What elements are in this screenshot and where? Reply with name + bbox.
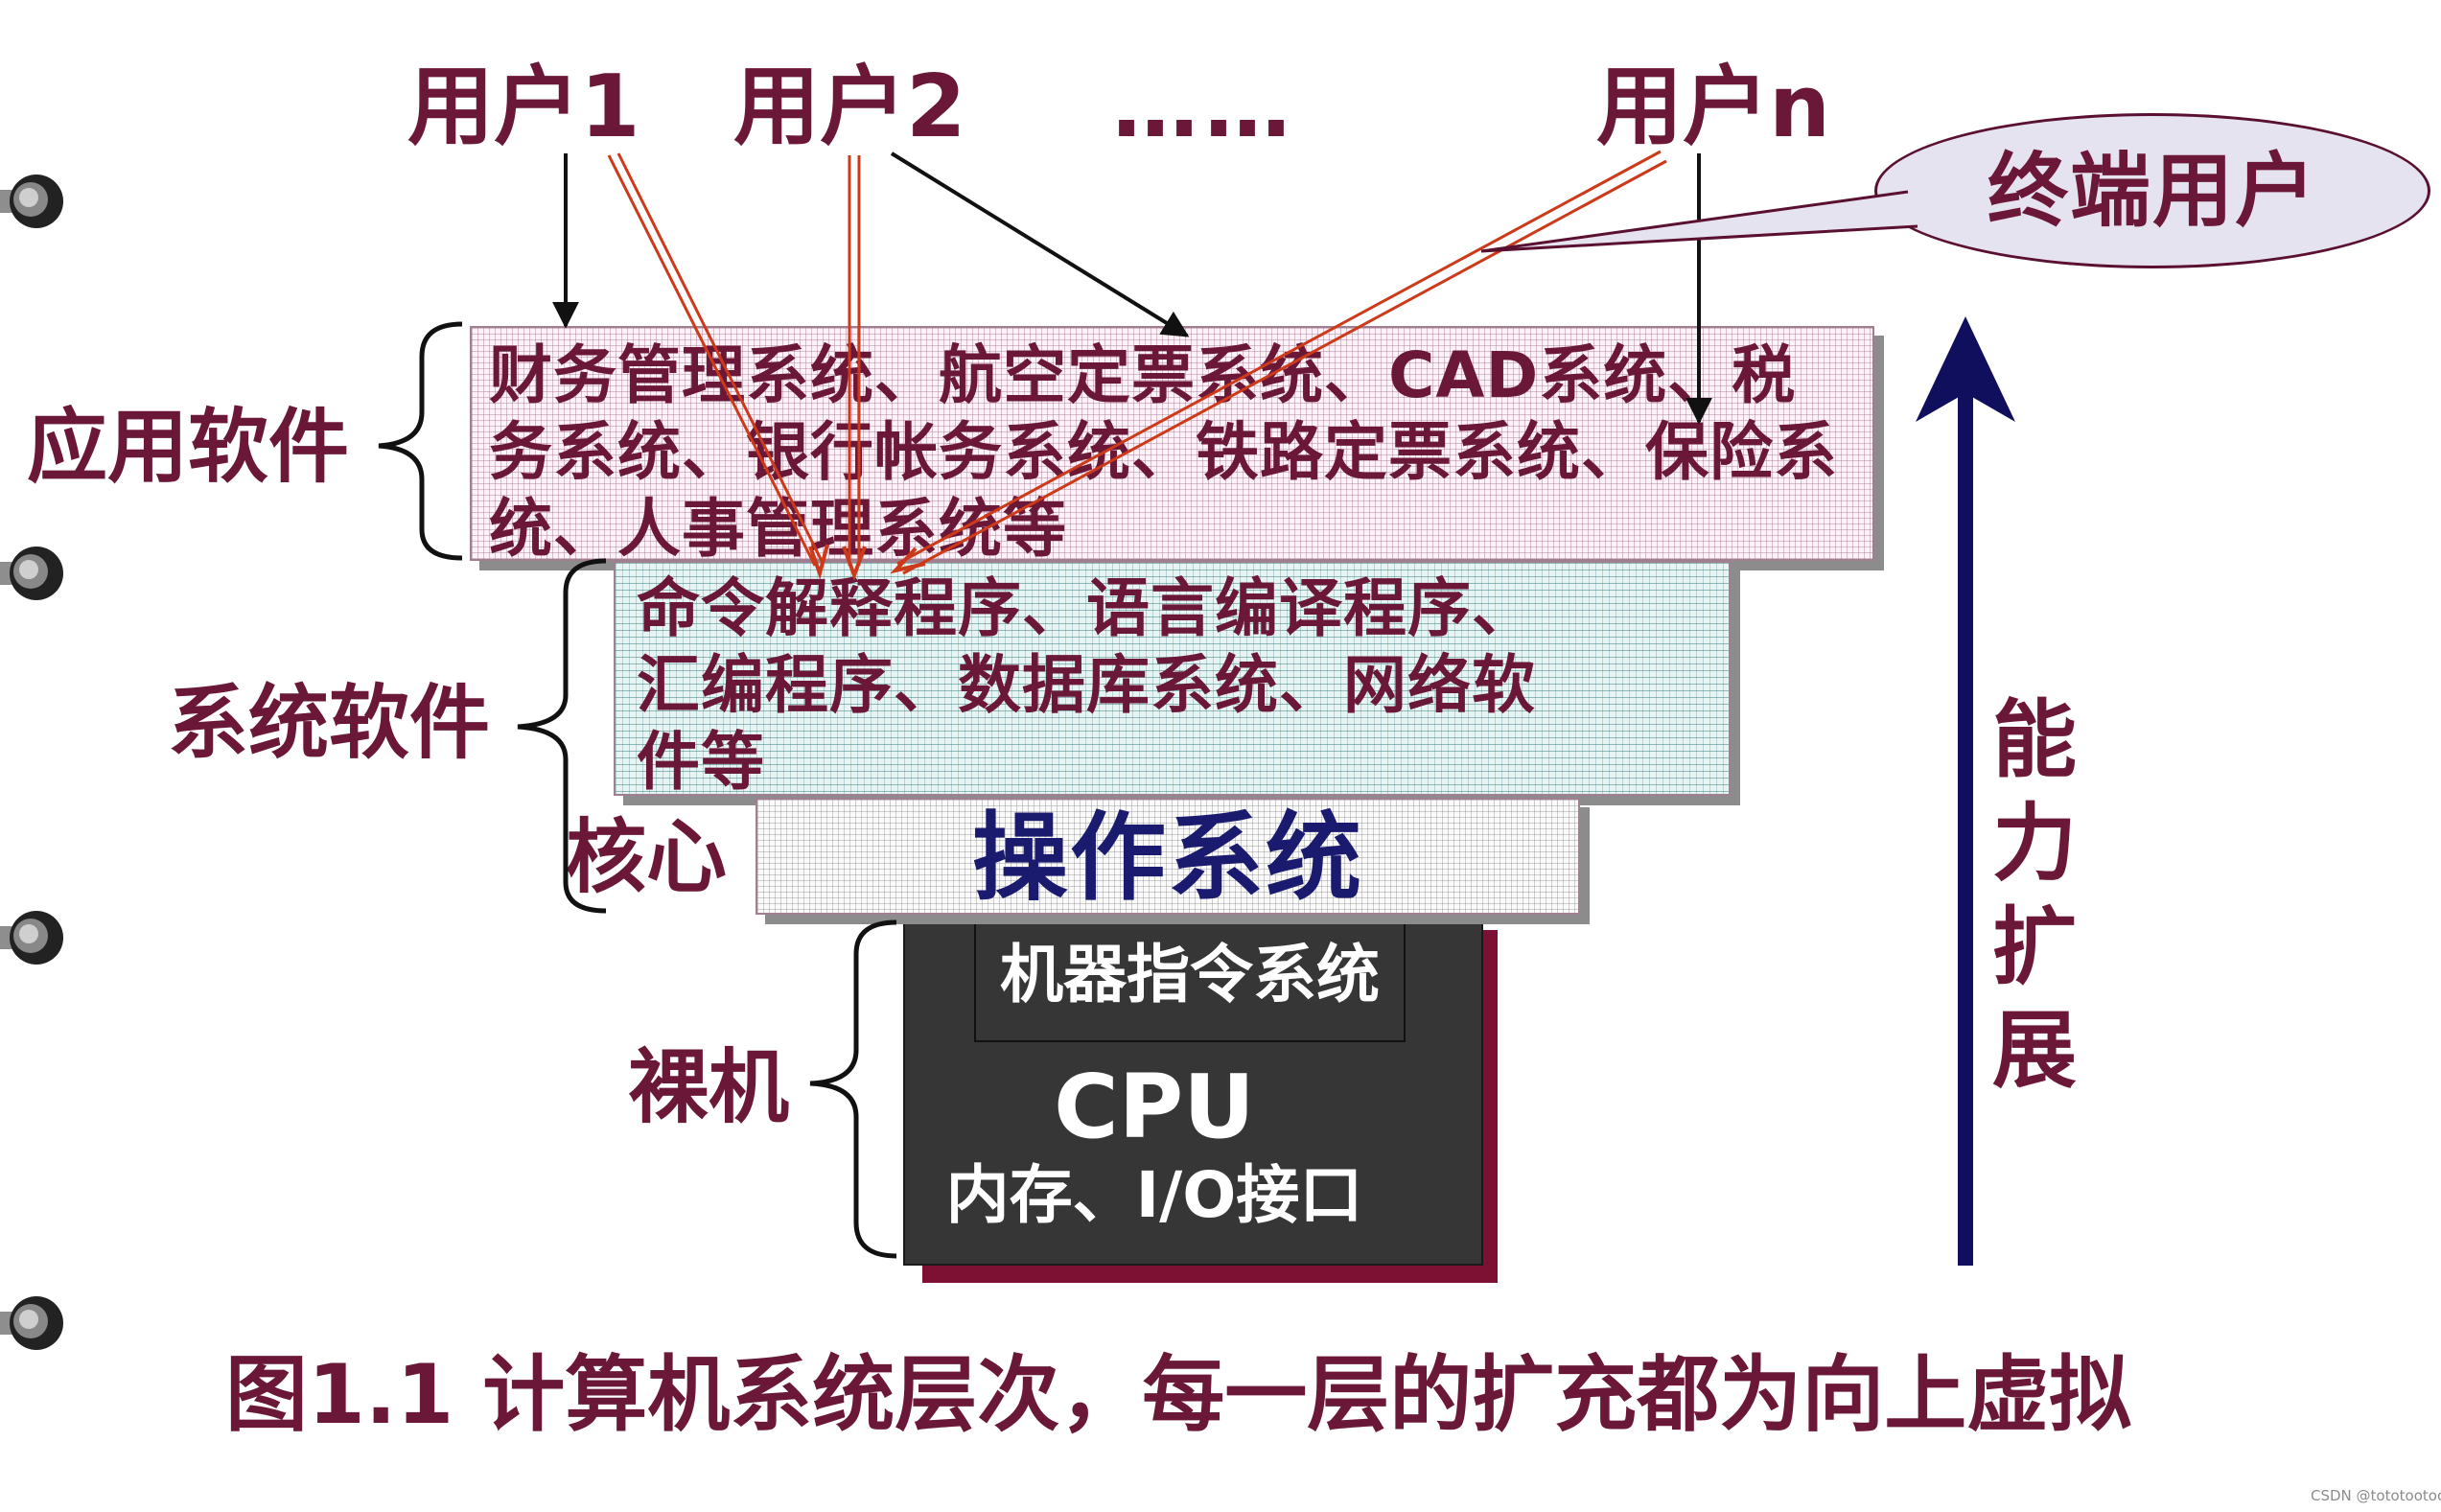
bare-machine-brace xyxy=(810,922,896,1256)
system-brace xyxy=(518,561,606,911)
watermark: CSDN @tototootoo xyxy=(2311,1487,2441,1504)
user-2-black-arrow xyxy=(892,153,1187,336)
application-brace xyxy=(379,324,462,558)
user-1-red-line xyxy=(609,153,823,566)
user-2-red-line xyxy=(849,155,859,566)
user-n-red-line xyxy=(897,151,1666,573)
user-2-red-arrowhead xyxy=(844,547,865,575)
figure-caption: 图1.1 计算机系统层次，每一层的扩充都为向上虚拟 xyxy=(225,1347,2131,1443)
user-1-red-arrowhead xyxy=(810,545,827,573)
